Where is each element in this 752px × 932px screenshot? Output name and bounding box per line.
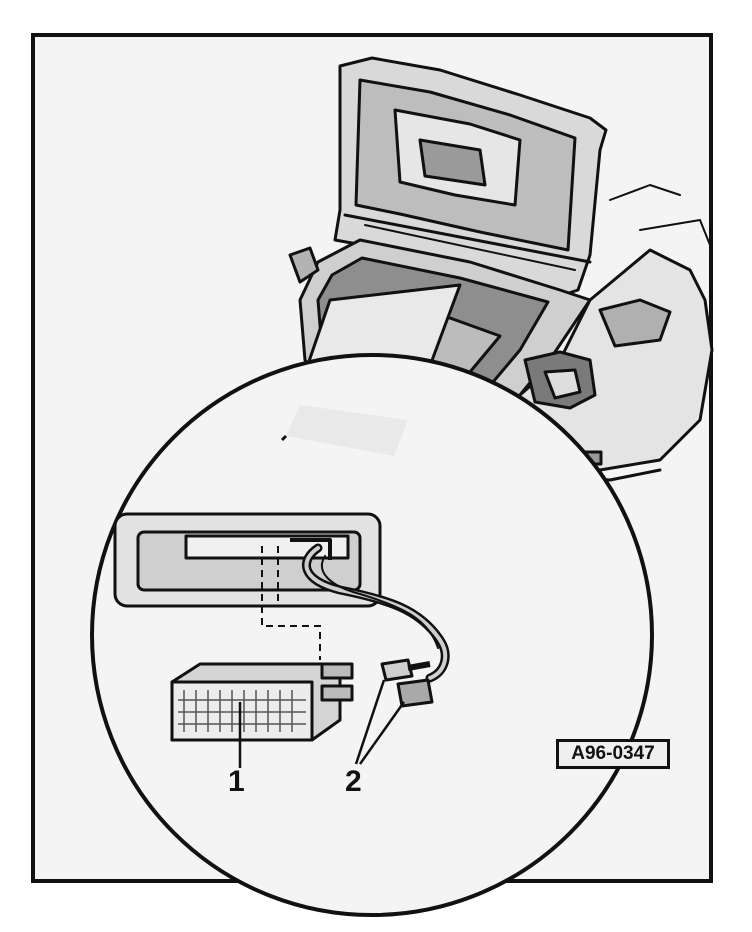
- figure-id-label: A96-0347: [556, 739, 670, 769]
- leader-lines: [238, 679, 406, 768]
- interior-lamp: [170, 662, 354, 742]
- leader-line-2a: [354, 679, 386, 765]
- assembly-guides: [261, 546, 321, 660]
- callout-2: 2: [345, 765, 362, 798]
- trunk-lid: [333, 56, 608, 298]
- leader-line-2b: [358, 701, 406, 765]
- callout-1: 1: [228, 765, 245, 798]
- magnifier-circle: [90, 353, 654, 917]
- wiring-harness: [302, 543, 450, 683]
- wire-connector: [380, 658, 434, 708]
- lamp-recess: [113, 512, 382, 608]
- detail-magnifier: [90, 283, 654, 917]
